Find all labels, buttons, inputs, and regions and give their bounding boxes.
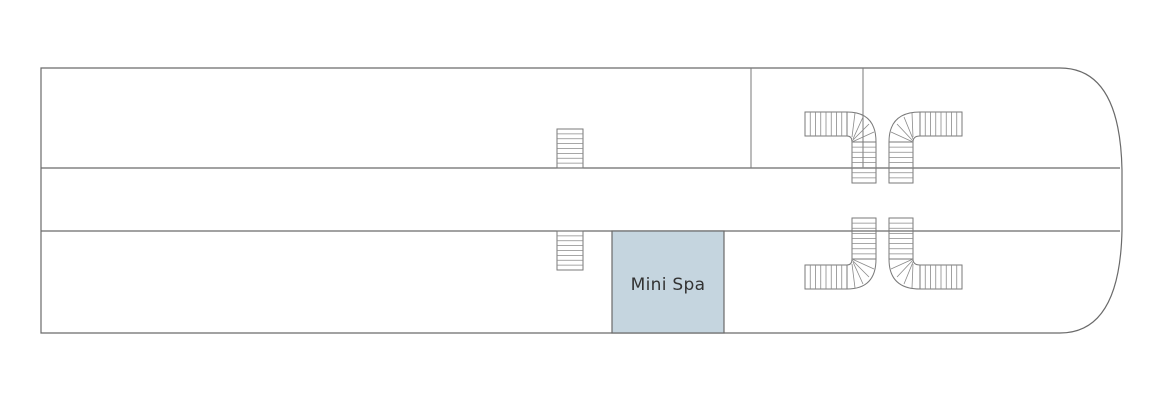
staircase-mid-bottom (556, 230, 584, 271)
mini-spa-label: Mini Spa (631, 275, 706, 295)
staircase-fwd-top-right (888, 111, 963, 184)
staircase-fwd-top-left (804, 111, 877, 184)
staircase-fwd-bottom-left (804, 217, 877, 290)
staircase-fwd-bottom-right (888, 217, 963, 290)
hull-outline (40, 67, 1123, 334)
mini-spa-room (611, 230, 725, 334)
staircase-mid-top (556, 128, 584, 169)
